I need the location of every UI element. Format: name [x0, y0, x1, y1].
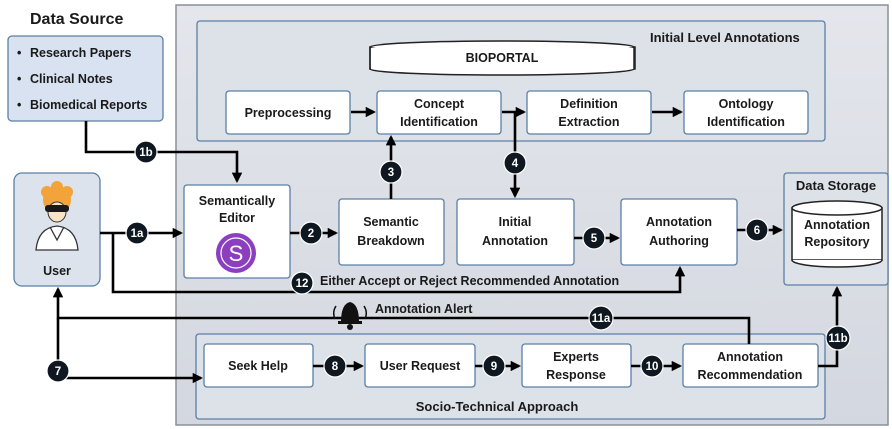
svg-text:3: 3 [388, 167, 394, 179]
step-badge-4: 4 [503, 151, 527, 175]
user-request-label: User Request [380, 359, 461, 373]
definition-extraction-box [526, 90, 652, 135]
annotation-recommendation-label: Annotation [717, 350, 783, 364]
semantically-editor-label: Semantically [199, 194, 275, 208]
arrow [818, 285, 843, 368]
concept-identification-label: Identification [400, 115, 478, 129]
svg-text:1b: 1b [139, 147, 152, 159]
step-badge-10: 10 [640, 354, 664, 378]
definition-extraction-label: Extraction [558, 115, 619, 129]
semantically-editor-box [183, 184, 291, 279]
ontology-identification-box [683, 90, 809, 135]
step-badge-9: 9 [482, 354, 506, 378]
svg-text:11b: 11b [828, 333, 847, 345]
step-badge-5: 5 [582, 226, 606, 250]
svg-text:12: 12 [296, 278, 309, 290]
preprocessing-box [225, 90, 351, 135]
step-badge-12: 12 [290, 271, 314, 295]
seek-help-label: Seek Help [228, 359, 288, 373]
concept-identification-label: Concept [414, 97, 465, 111]
svg-text:5: 5 [591, 233, 598, 245]
experts-response-label: Experts [553, 350, 599, 364]
initial-annotation-box [456, 198, 575, 266]
annotation-repository-label: Repository [804, 235, 869, 249]
semantic-breakdown-label: Semantic [363, 215, 419, 229]
initial-annotation-label: Initial [499, 215, 532, 229]
step-badge-1b: 1b [134, 140, 158, 164]
ontology-identification-label: Ontology [719, 97, 774, 111]
step-badge-3: 3 [379, 160, 403, 184]
annotation-authoring-label: Authoring [649, 234, 709, 248]
svg-text:7: 7 [55, 366, 61, 378]
annotation-authoring-box [620, 198, 738, 266]
step-badge-1a: 1a [125, 221, 149, 245]
arrow [52, 286, 751, 344]
bullet-icon: • [17, 46, 21, 60]
data-source-item: Biomedical Reports [30, 98, 147, 112]
svg-text:8: 8 [332, 361, 339, 373]
arrow [111, 233, 686, 294]
annotation-repository-database-icon [791, 200, 883, 268]
semantic-breakdown-label: Breakdown [357, 234, 424, 248]
annotation-authoring-label: Annotation [646, 215, 712, 229]
svg-text:4: 4 [512, 158, 519, 170]
data-source-title: Data Source [30, 11, 123, 28]
user-avatar-icon [35, 181, 79, 251]
annotation-alert-label: Annotation Alert [375, 302, 473, 316]
data-storage-title: Data Storage [796, 178, 876, 193]
experts-response-label: Response [546, 368, 606, 382]
initial-level-title: Initial Level Annotations [650, 30, 800, 45]
step-badge-11b: 11b [825, 325, 851, 351]
svg-text:1a: 1a [131, 228, 144, 240]
initial-annotation-label: Annotation [482, 234, 548, 248]
concept-identification-box [376, 90, 502, 135]
step-badge-2: 2 [299, 221, 323, 245]
annotation-repository-label: Annotation [804, 218, 870, 232]
svg-text:10: 10 [646, 361, 659, 373]
step-badge-7: 7 [46, 359, 70, 383]
user-label: User [43, 264, 71, 278]
bioportal-label: BIOPORTAL [466, 51, 539, 65]
accept-reject-label: Either Accept or Reject Recommended Anno… [320, 274, 619, 288]
arrow [84, 121, 243, 184]
semantic-editor-logo-icon [216, 233, 256, 273]
semantically-editor-label: Editor [219, 211, 255, 225]
svg-text:2: 2 [308, 228, 314, 240]
semantic-breakdown-box [338, 198, 445, 266]
svg-text:6: 6 [754, 225, 760, 237]
annotation-recommendation-label: Recommendation [698, 368, 803, 382]
semantic-editor-logo-ring [220, 237, 252, 269]
socio-technical-title: Socio-Technical Approach [416, 399, 579, 414]
step-badge-11a: 11a [588, 305, 614, 331]
preprocessing-label: Preprocessing [245, 106, 332, 120]
definition-extraction-label: Definition [560, 97, 618, 111]
step-badge-8: 8 [323, 354, 347, 378]
bioportal-database-icon [369, 40, 636, 76]
bullet-icon: • [17, 72, 21, 86]
data-source-item: Clinical Notes [30, 72, 113, 86]
ontology-identification-label: Identification [707, 115, 785, 129]
step-badge-6: 6 [745, 218, 769, 242]
semantic-editor-logo-letter: S [229, 241, 244, 266]
svg-text:9: 9 [491, 361, 497, 373]
bullet-icon: • [17, 98, 21, 112]
data-source-item: Research Papers [30, 46, 132, 60]
bell-icon [332, 302, 368, 330]
svg-text:11a: 11a [592, 313, 611, 325]
